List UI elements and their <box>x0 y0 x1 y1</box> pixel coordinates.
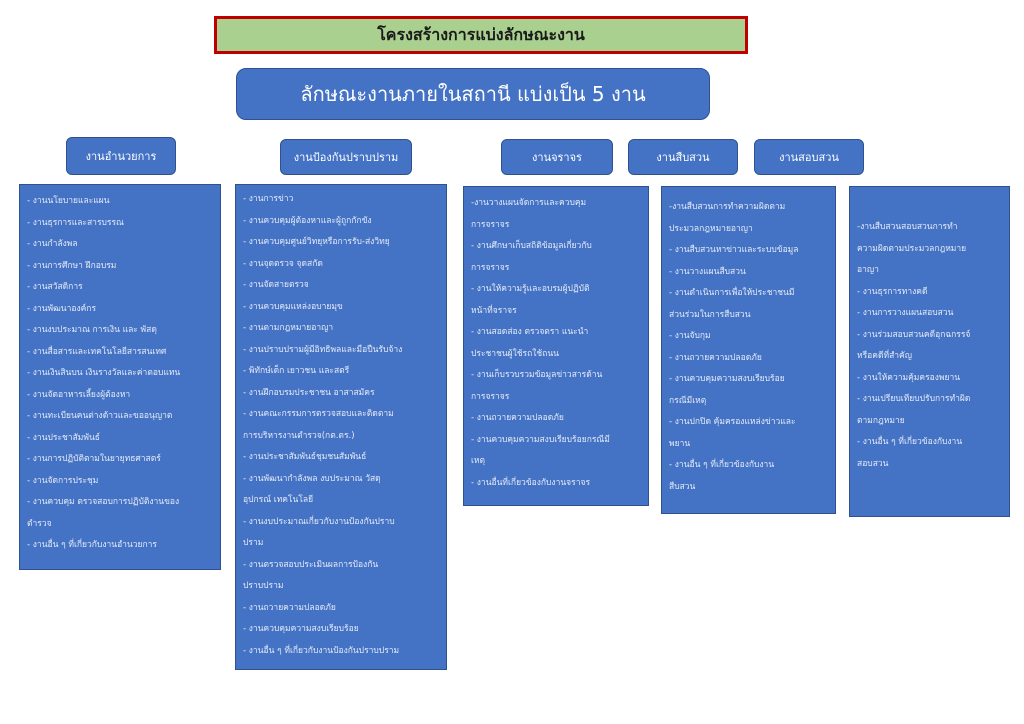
task-item: - งานอื่น ๆ ที่เกี่ยวกับงานอำนวยการ <box>27 540 157 550</box>
task-item: - งานฝึกอบรมประชาชน อาสาสมัคร <box>243 387 375 398</box>
task-item: - งานควบคุมความสงบเรียบร้อย <box>243 624 359 634</box>
task-item: - งานดำเนินการเพื่อให้ประชาชนมี <box>669 288 795 298</box>
task-item: - งานควบคุมศูนย์วิทยุหรือการรับ-ส่งวิทยุ <box>243 237 390 247</box>
task-item: - งานควบคุมความสงบเรียบร้อยกรณีมี <box>471 434 610 445</box>
task-item: - งานศึกษาเก็บสถิติข้อมูลเกี่ยวกับ <box>471 241 592 251</box>
section-header: งานป้องกันปราบปราม <box>280 139 412 175</box>
section-task-list: -งานวางแผนจัดการและควบคุมการจราจร - งานศึ… <box>463 186 649 506</box>
task-item: - งานถวายความปลอดภัย <box>669 352 762 363</box>
task-item: - งานวางแผนสืบสวน <box>669 266 746 277</box>
task-item: - งานให้ความรู้และอบรมผู้ปฏิบัติ <box>471 284 590 294</box>
task-item: - งานการวางแผนสอบสวน <box>857 308 954 318</box>
task-item: - งานสอดส่อง ตรวจตรา แนะนำ <box>471 327 589 337</box>
task-item: -งานวางแผนจัดการและควบคุม <box>471 198 587 208</box>
section-header: งานสอบสวน <box>754 139 864 175</box>
task-item: ตามกฎหมาย <box>857 415 905 426</box>
task-item: - งานการข่าว <box>243 194 294 204</box>
section-task-list: -งานสืบสวนสอบสวนการทำความผิดตามประมวลกฎห… <box>849 186 1010 517</box>
task-item: - งานปราบปรามผู้มีอิทธิพลและมือปืนรับจ้า… <box>243 344 403 355</box>
task-item: - งานอื่นที่เกี่ยวข้องกับงานจราจร <box>471 477 591 488</box>
task-item: - งานสวัสดิการ <box>27 282 83 292</box>
task-item: พยาน <box>669 438 691 449</box>
task-item: ปราม <box>243 538 264 548</box>
task-item: - งานจัดอาหารเลี้ยงผู้ต้องหา <box>27 389 131 400</box>
section-header: งานจราจร <box>501 139 613 175</box>
task-item: - งานงบประมาณ การเงิน และ พัสดุ <box>27 325 157 335</box>
task-item: - งานสืบสวนหาข่าวและระบบข้อมูล <box>669 245 799 255</box>
task-item: ปราบปราม <box>243 581 284 591</box>
task-item: - งานควบคุม ตรวจสอบการปฏิบัติงานของ <box>27 497 180 507</box>
task-item: - งานตามกฎหมายอาญา <box>243 323 334 333</box>
task-item: เหตุ <box>471 456 486 466</box>
section-task-list: - งานนโยบายและแผน - งานธุรการและสารบรรณ - … <box>19 184 221 570</box>
task-item: - งานงบประมาณเกี่ยวกับงานป้องกันปราบ <box>243 516 395 527</box>
task-item: - งานธุรการและสารบรรณ <box>27 217 124 228</box>
task-item: อาญา <box>857 265 879 275</box>
task-item: - งานจัดสายตรวจ <box>243 280 309 290</box>
task-item: - งานประชาสัมพันธ์ <box>27 432 100 443</box>
task-item: ความผิดตามประมวลกฎหมาย <box>857 243 967 254</box>
task-item: - งานควบคุมผู้ต้องหาและผู้ถูกกักขัง <box>243 215 372 226</box>
task-item: - งานคณะกรรมการตรวจสอบและติดตาม <box>243 409 394 419</box>
section-header: งานสืบสวน <box>628 139 738 175</box>
task-item: - งานควบคุมความสงบเรียบร้อย <box>669 374 785 384</box>
task-item: - งานถวายความปลอดภัย <box>243 602 336 613</box>
task-item: - งานธุรการทางคดี <box>857 286 928 297</box>
task-item: กรณีมีเหตุ <box>669 395 707 406</box>
task-item: - งานอื่น ๆ ที่เกี่ยวข้องกับงาน <box>857 437 963 447</box>
task-item: อุปกรณ์ เทคโนโลยี <box>243 495 314 505</box>
task-item: - งานถวายความปลอดภัย <box>471 413 564 423</box>
task-item: - งานปกปิด คุ้มครองแหล่งข่าวและ <box>669 417 796 427</box>
section-task-list: -งานสืบสวนการทำความผิดตามประมวลกฎหมายอาญ… <box>661 186 836 514</box>
task-item: -งานสืบสวนการทำความผิดตาม <box>669 202 786 212</box>
task-item: การจราจร <box>471 262 510 273</box>
task-item: - พิทักษ์เด็ก เยาวชน และสตรี <box>243 366 350 376</box>
task-item: สอบสวน <box>857 458 889 469</box>
task-item: ตำรวจ <box>27 518 52 529</box>
section-task-list: - งานการข่าว - งานควบคุมผู้ต้องหาและผู้ถู… <box>235 184 447 670</box>
task-item: การจราจร <box>471 391 510 402</box>
task-item: - งานควบคุมแหล่งอบายมุข <box>243 301 343 312</box>
task-item: - งานประชาสัมพันธ์ชุมชนสัมพันธ์ <box>243 452 367 462</box>
task-item: - งานตรวจสอบประเมินผลการป้องกัน <box>243 559 379 570</box>
task-item: - งานทะเบียนคนต่างด้าวและขออนุญาต <box>27 411 173 421</box>
task-item: หรือคดีที่สำคัญ <box>857 351 912 361</box>
task-item: - งานการศึกษา ฝึกอบรม <box>27 260 117 271</box>
task-item: ส่วนร่วมในการสืบสวน <box>669 309 751 320</box>
task-item: หน้าที่จราจร <box>471 305 517 316</box>
task-item: - งานอื่น ๆ ที่เกี่ยวข้องกับงาน <box>669 460 775 470</box>
task-item: - งานสื่อสารและเทคโนโลยีสารสนเทศ <box>27 346 167 357</box>
task-item: - งานจุดตรวจ จุดสกัด <box>243 258 323 269</box>
task-item: สืบสวน <box>669 481 696 492</box>
task-item: - งานเงินสินบน เงินรางวัลและค่าตอบแทน <box>27 368 181 378</box>
task-item: -งานสืบสวนสอบสวนการทำ <box>857 222 958 232</box>
task-item: - งานอื่น ๆ ที่เกี่ยวกับงานป้องกันปราบปร… <box>243 645 400 656</box>
task-item: - งานนโยบายและแผน <box>27 196 110 206</box>
task-item: - งานพัฒนากำลังพล งบประมาณ วัสดุ <box>243 473 381 484</box>
section-header: งานอำนวยการ <box>66 137 176 175</box>
task-item: - งานจัดการประชุม <box>27 475 99 486</box>
task-item: - งานกำลังพล <box>27 239 78 249</box>
task-item: - งานร่วมสอบสวนคดีอุกฉกรรจ์ <box>857 329 971 340</box>
task-item: ประมวลกฎหมายอาญา <box>669 223 753 234</box>
task-item: การบริหารงานตำรวจ(กต.ตร.) <box>243 430 355 441</box>
task-item: ประชาชนผู้ใช้รถใช้ถนน <box>471 348 559 359</box>
task-item: - งานเปรียบเทียบปรับการทำผิด <box>857 394 971 404</box>
task-item: - งานจับกุม <box>669 331 711 341</box>
chart-subtitle: ลักษณะงานภายในสถานี แบ่งเป็น 5 งาน <box>236 68 710 120</box>
task-item: การจราจร <box>471 219 510 230</box>
task-item: - งานเก็บรวบรวมข้อมูลข่าวสารด้าน <box>471 370 603 380</box>
chart-title: โครงสร้างการแบ่งลักษณะงาน <box>214 16 748 54</box>
task-item: - งานให้ความคุ้มครองพยาน <box>857 372 961 383</box>
task-item: - งานการปฏิบัติตามในยายุทธศาสตร์ <box>27 454 161 464</box>
task-item: - งานพัฒนาองค์กร <box>27 303 97 314</box>
